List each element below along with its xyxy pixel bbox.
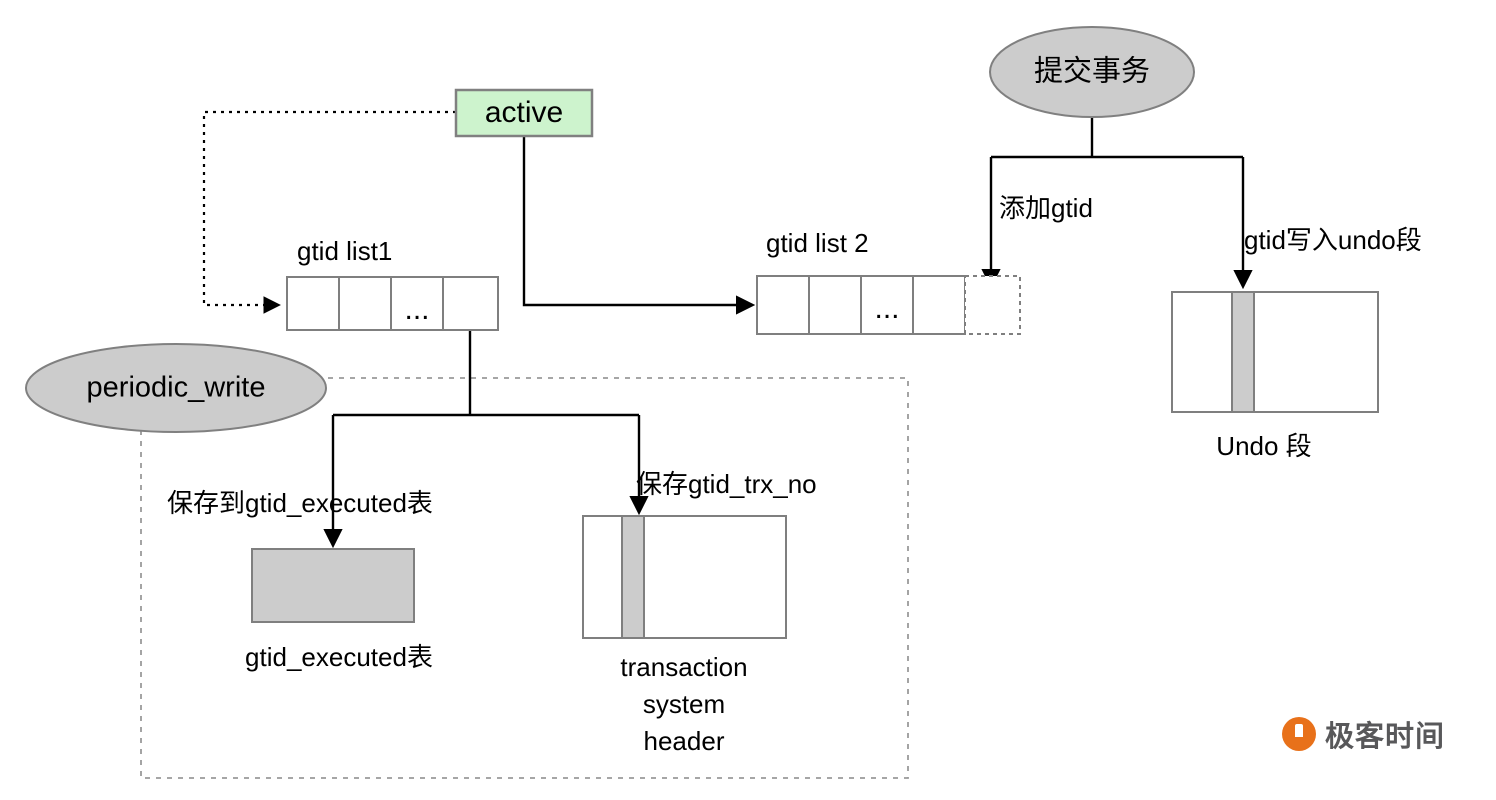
gtid-list1-cells: ... [286, 276, 499, 331]
watermark-text: 极客时间 [1325, 719, 1446, 753]
undo-segment-shape[interactable] [1171, 291, 1379, 413]
gtid-list2-cell-2[interactable] [860, 275, 914, 335]
gtid-list1-cell-3[interactable] [442, 276, 499, 331]
gtid-list2-cell-2-label: ... [874, 292, 899, 325]
periodic-write-ellipse[interactable] [25, 343, 327, 433]
periodic-write-label: periodic_write [87, 372, 266, 404]
active-box[interactable] [454, 88, 594, 138]
undo-segment-gtid-slot [1231, 291, 1255, 413]
transaction-system-header-caption-line1: transaction [620, 652, 747, 682]
edge-label-gtid-to-undo: gtid写入undo段 [1244, 225, 1422, 255]
edge-active-to-gtid-list1 [202, 110, 456, 314]
gtid-list2-cell-0[interactable] [756, 275, 810, 335]
gtid-list2-pending-cell[interactable] [964, 275, 1021, 335]
gtid-list2-cell-1[interactable] [808, 275, 862, 335]
gtid-list2-cells: ... [756, 275, 1021, 335]
edge-active-to-gtid-list2 [522, 136, 756, 315]
geektime-logo-icon [1282, 717, 1316, 751]
gtid-list1-cell-2-label: ... [404, 293, 429, 326]
edge-label-save-to-gtid-executed: 保存到gtid_executed表 [167, 488, 433, 518]
gtid-list1-cell-0[interactable] [286, 276, 340, 331]
gtid-list1-title: gtid list1 [297, 236, 392, 266]
commit-transaction-label: 提交事务 [1034, 55, 1150, 88]
transaction-system-header-gtid-slot [621, 515, 645, 639]
watermark: 极客时间 [1282, 713, 1445, 755]
transaction-system-header-caption-line2: system [643, 689, 725, 719]
active-box-label: active [485, 96, 563, 129]
periodic-write-region [140, 377, 909, 779]
commit-transaction-ellipse[interactable] [989, 26, 1195, 118]
gtid-executed-table-caption: gtid_executed表 [245, 642, 433, 672]
undo-segment-body [1171, 291, 1379, 413]
transaction-system-header-shape[interactable] [582, 515, 787, 639]
gtid-list1-cell-2[interactable] [390, 276, 444, 331]
undo-segment-caption: Undo 段 [1216, 431, 1311, 461]
gtid-list1-cell-1[interactable] [338, 276, 392, 331]
gtid-list2-cell-3[interactable] [912, 275, 966, 335]
edge-label-save-gtid-trx-no: 保存gtid_trx_no [636, 469, 817, 499]
gtid-executed-table-box[interactable] [251, 548, 415, 623]
gtid-list2-title: gtid list 2 [766, 228, 869, 258]
edge-label-add-gtid: 添加gtid [999, 193, 1093, 223]
transaction-system-header-body [582, 515, 787, 639]
transaction-system-header-caption-line3: header [644, 726, 725, 756]
